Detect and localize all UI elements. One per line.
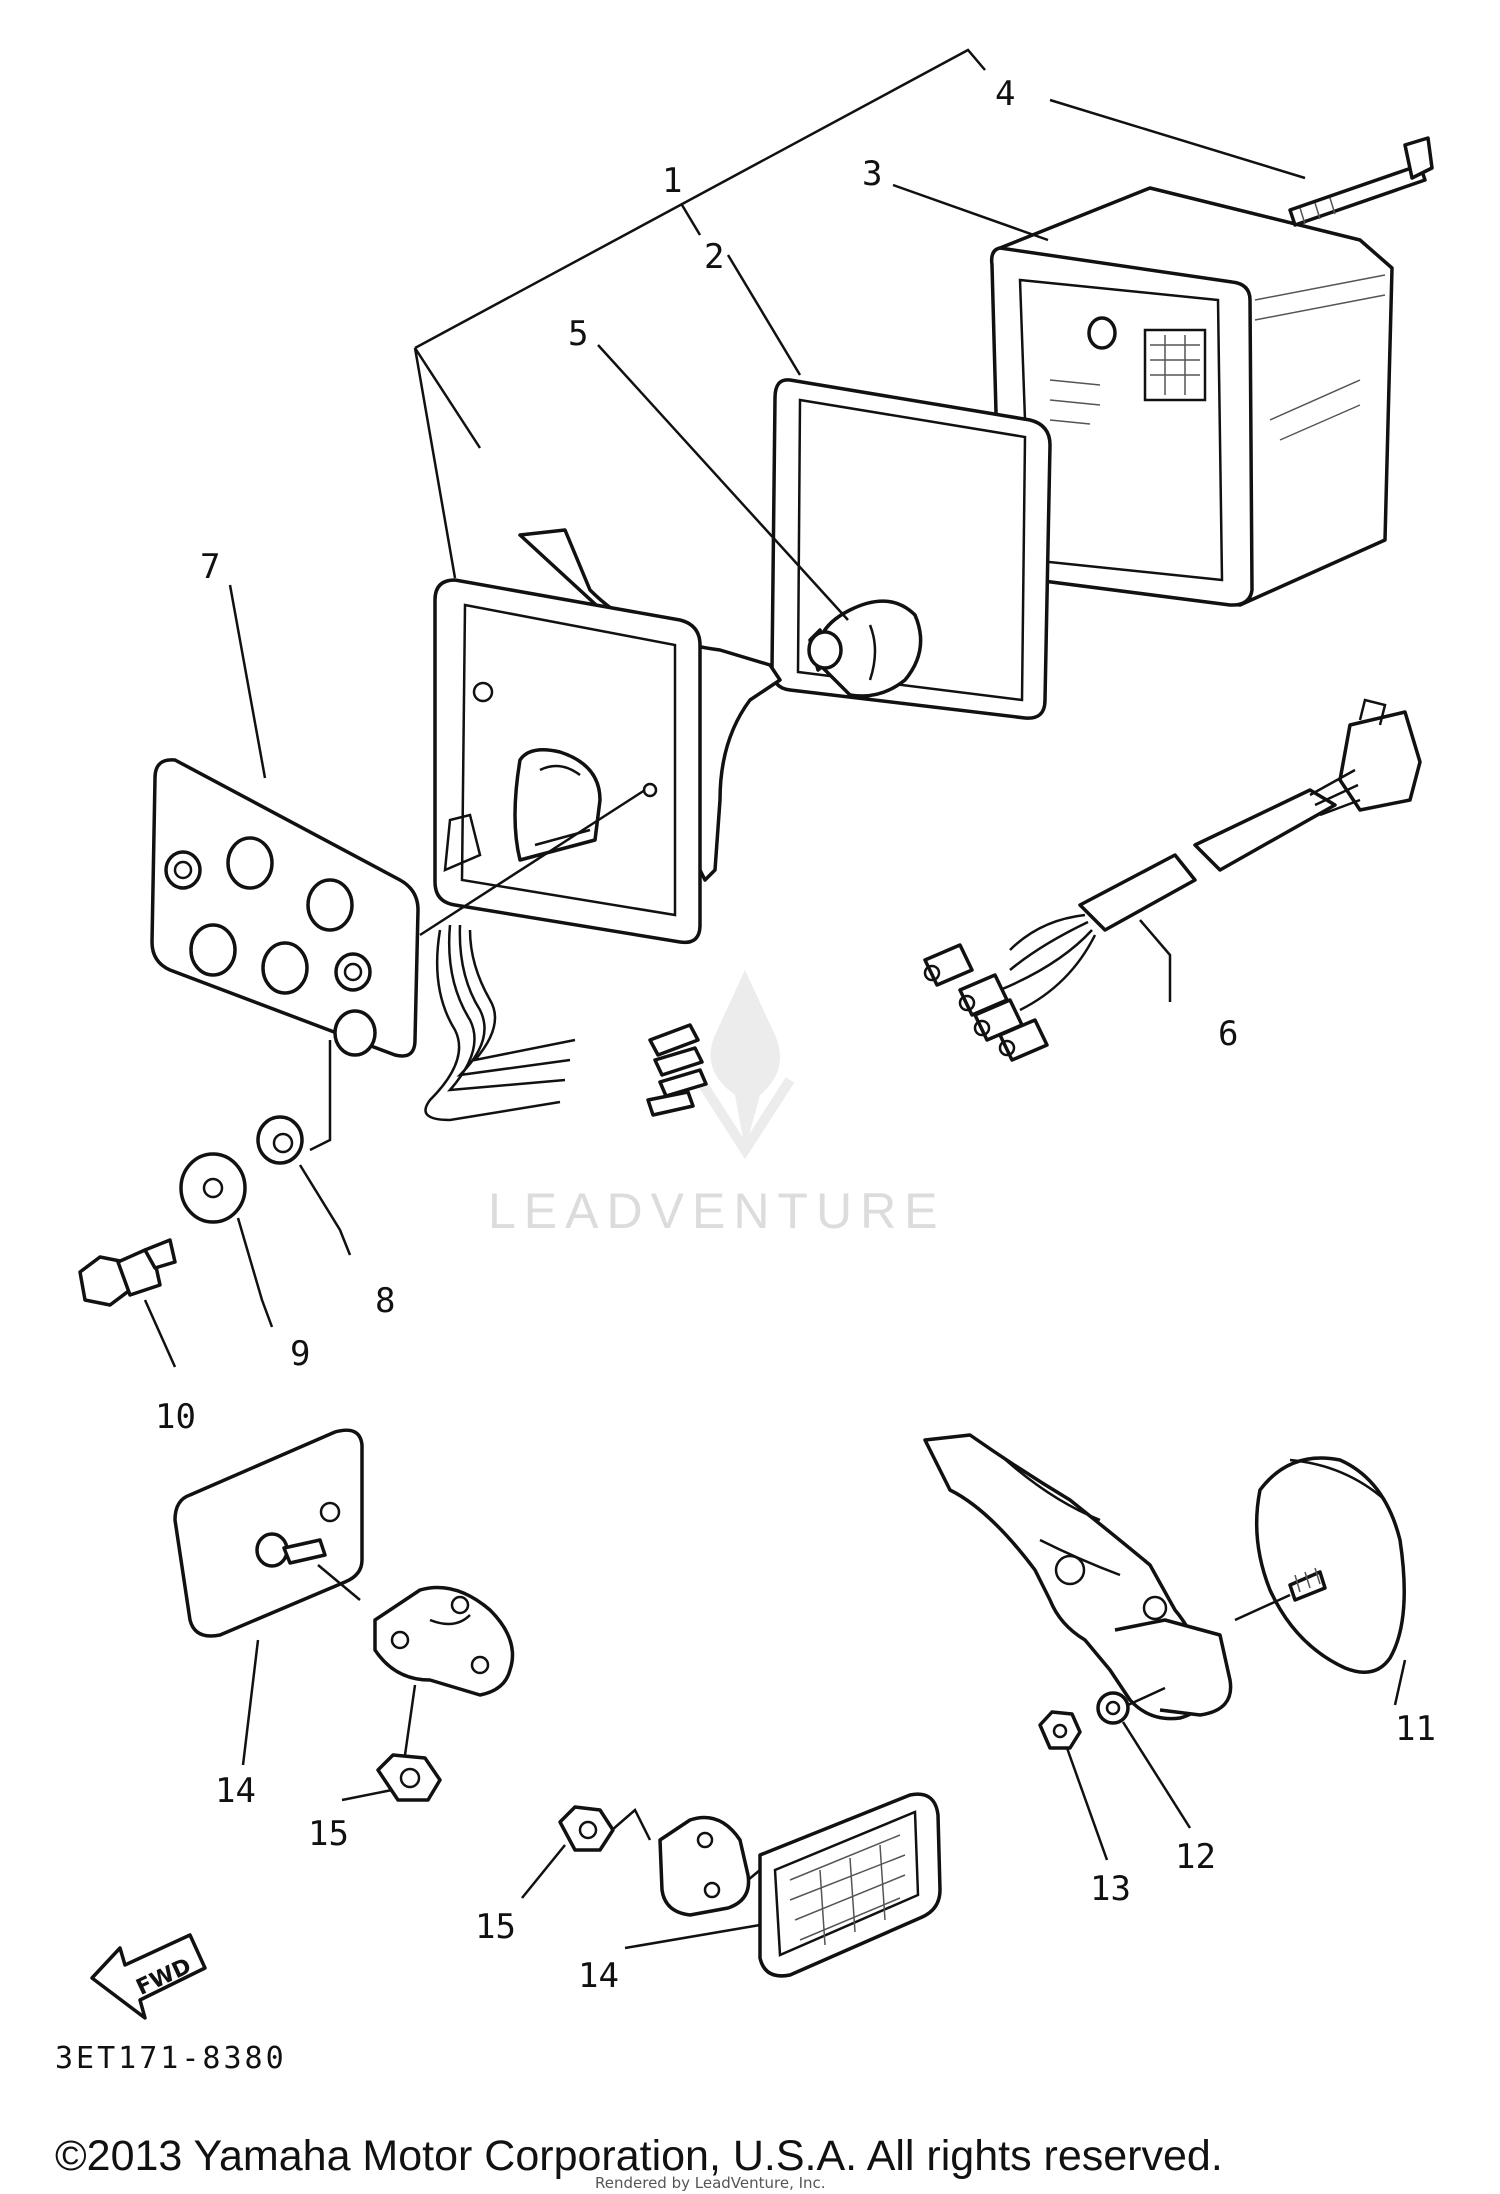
housing-wires <box>424 924 708 1122</box>
reflector-rear-left <box>173 1428 364 1638</box>
callout-1: 1 <box>662 161 682 201</box>
callout-9: 9 <box>290 1334 310 1374</box>
callout-6: 6 <box>1218 1014 1238 1054</box>
callout-leaders <box>143 98 1407 1950</box>
callout-3: 3 <box>862 154 882 194</box>
wire-harness <box>923 698 1422 1062</box>
leader-right-assembly <box>1127 1686 1166 1707</box>
diagram-code: 3ET171-8380 <box>55 2041 287 2076</box>
callout-7: 7 <box>200 547 220 587</box>
callout-11: 11 <box>1395 1709 1436 1749</box>
taillight-lens <box>989 186 1394 607</box>
callout-8: 8 <box>375 1281 395 1321</box>
leader-14a-assembly <box>317 1564 417 1756</box>
callout-2: 2 <box>704 237 724 277</box>
leader-1 <box>680 204 702 236</box>
callout-5: 5 <box>568 314 588 354</box>
reflector-stay <box>923 1433 1233 1721</box>
callout-13: 13 <box>1090 1869 1131 1909</box>
base-plate <box>150 758 646 1058</box>
bracket-left <box>373 1585 515 1697</box>
harness-terminals <box>923 943 1049 1062</box>
callout-4: 4 <box>995 74 1015 114</box>
screw <box>1288 136 1434 227</box>
watermark-text: LEADVENTURE <box>488 1183 946 1239</box>
nut-right <box>1038 1710 1082 1750</box>
leader-center-assembly <box>611 1807 761 1881</box>
nut-left <box>376 1753 442 1802</box>
washer <box>179 1152 247 1224</box>
nut-center <box>558 1805 615 1852</box>
bolt <box>78 1238 177 1307</box>
callout-15-center: 15 <box>475 1907 516 1947</box>
taillight-housing <box>433 528 782 945</box>
callout-14-left: 14 <box>215 1771 256 1811</box>
leadventure-watermark-logo <box>695 970 795 1160</box>
callout-15-left: 15 <box>308 1814 349 1854</box>
reflector-side <box>758 1792 942 1978</box>
rendered-by-note: Rendered by LeadVenture, Inc. <box>595 2174 826 2192</box>
bulb <box>807 599 923 698</box>
callout-10: 10 <box>155 1397 196 1437</box>
copyright-notice: ©2013 Yamaha Motor Corporation, U.S.A. A… <box>55 2132 1223 2180</box>
callout-14-bottom: 14 <box>578 1956 619 1996</box>
callout-12: 12 <box>1175 1837 1216 1877</box>
washer-right <box>1096 1691 1130 1725</box>
collar <box>256 1040 332 1165</box>
bullet-connectors <box>646 1023 708 1117</box>
reflector-rear-right <box>1234 1456 1406 1674</box>
assembly-bracket-1 <box>413 48 986 579</box>
fwd-arrow-icon: FWD <box>90 1933 207 2020</box>
bracket-center <box>658 1815 751 1917</box>
